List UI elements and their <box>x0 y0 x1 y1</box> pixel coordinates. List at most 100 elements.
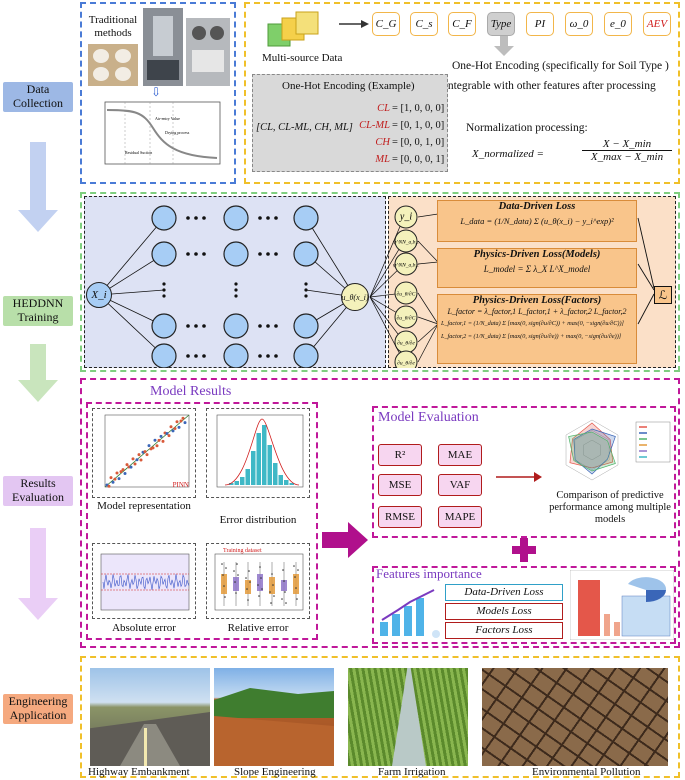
param-w0: ω_0 <box>565 12 593 36</box>
features-importance-box <box>372 566 676 644</box>
param-e0: e_0 <box>604 12 632 36</box>
onehot-vector: [0, 0, 1, 0] <box>400 137 445 148</box>
feature-loss-models: Models Loss <box>445 603 563 620</box>
normalization-fraction: X − X_min X_max − X_min <box>582 138 672 163</box>
caption-relative-error: Relative error <box>227 622 289 634</box>
scatter-point <box>157 438 161 442</box>
scatter-point <box>123 472 127 476</box>
stage-results: Results Evaluation <box>3 476 73 506</box>
hidden-neuron <box>151 343 177 368</box>
multisource-data-panel <box>244 2 680 184</box>
factor-loss-title: Physics-Driven Loss(Factors) <box>472 295 602 306</box>
output-neuron <box>394 205 418 229</box>
scatter-point <box>121 468 125 472</box>
box-mark <box>233 577 239 591</box>
down-arrow-icon <box>494 36 514 56</box>
scatter-point <box>151 446 155 450</box>
slope-engineering-photo <box>214 668 334 766</box>
param-cg: C_G <box>372 12 400 36</box>
hidden-neuron <box>151 241 177 267</box>
onehot-example-set: [CL, CL-ML, CH, ML] <box>256 122 353 133</box>
hidden-neuron <box>223 205 249 231</box>
scatter-point <box>131 457 135 461</box>
hist-bar <box>278 475 283 485</box>
model-loss-formula: L_model = Σ λ_X L^X_model <box>483 264 591 274</box>
output-neuron <box>394 252 418 276</box>
hidden-neuron <box>151 313 177 339</box>
feature-loss-factors: Factors Loss <box>445 622 563 639</box>
curve-label-aev: Air-entry Value <box>155 116 180 121</box>
data-cubes-icon <box>267 11 319 47</box>
output-neuron <box>394 350 418 368</box>
feature-bars-icon <box>380 589 440 638</box>
scatter-point <box>183 421 187 425</box>
highway-embankment-photo <box>90 668 210 766</box>
right-arrow-icon <box>496 472 542 482</box>
error-distribution-plot <box>206 408 310 498</box>
loss-merge-arrows <box>637 217 655 325</box>
stage-label: Results Evaluation <box>12 476 64 504</box>
output-node-label: u_θ(x_i) <box>341 292 369 302</box>
output-neuron-label: ∂u_θ/∂C <box>397 316 416 322</box>
scatter-point <box>169 425 173 429</box>
model-results-title: Model Results <box>150 384 232 399</box>
onehot-label: ML <box>375 154 390 165</box>
metric-r2: R² <box>378 444 422 466</box>
hist-bar <box>229 483 234 485</box>
scatter-point <box>119 470 123 474</box>
pinn-label: PINN <box>172 481 189 489</box>
hidden-neuron <box>293 313 319 339</box>
hist-bar <box>273 463 278 485</box>
feature-importance-chart <box>570 570 674 640</box>
training-dataset-label: Training dataset <box>223 548 262 554</box>
normalization-label: Normalization processing: <box>466 122 588 134</box>
box-mark <box>257 574 263 591</box>
scatter-point <box>137 453 141 457</box>
scatter-point <box>177 425 181 429</box>
hidden-neuron <box>151 205 177 231</box>
scatter-point <box>109 476 113 480</box>
normalization-numerator: X − X_min <box>582 138 672 151</box>
factor-loss-1: L_factor,1 = (1/N_data) Σ [max(0, sign(∂… <box>441 320 624 327</box>
output-neuron <box>394 281 418 305</box>
onehot-row-labels: CL CL-ML CH ML <box>352 100 390 168</box>
stage-engineering: Engineering Application <box>3 694 73 724</box>
total-loss-box: ℒ <box>654 286 672 304</box>
metric-mse: MSE <box>378 474 422 496</box>
scatter-point <box>139 458 143 462</box>
input-node-label: X_i <box>91 289 107 301</box>
scatter-point <box>129 465 133 469</box>
input-node: X_i <box>86 282 112 308</box>
output-neuron-label: ψ^NN_a,b,c <box>393 263 420 269</box>
onehot-vector: [0, 0, 0, 1] <box>400 154 445 165</box>
stage-label: HEDDNN Training <box>12 296 64 324</box>
traditional-methods-label: Traditional methods <box>88 14 138 39</box>
scatter-point <box>107 484 111 488</box>
traditional-methods-panel <box>80 2 236 184</box>
box-mark <box>281 580 287 591</box>
data-loss-box: Data-Driven Loss L_data = (1/N_data) Σ (… <box>437 200 637 242</box>
param-type: Type <box>487 12 515 36</box>
hist-bar <box>289 483 294 485</box>
metric-mae: MAE <box>438 444 482 466</box>
plus-icon <box>512 538 536 562</box>
output-neuron <box>394 229 418 253</box>
integrable-text: Integrable with other features after pro… <box>444 80 656 92</box>
swcc-curve-plot: Air-entry Value Drying process Residual … <box>104 101 221 165</box>
factor-loss-2: L_factor,2 = (1/N_data) Σ [max(0, sign(∂… <box>441 333 622 340</box>
scatter-point <box>155 444 159 448</box>
hist-bar <box>262 425 267 485</box>
stage-label: Data Collection <box>13 82 63 110</box>
scatter-point <box>145 453 149 457</box>
box-mark <box>269 577 275 594</box>
stage-flow-arrows <box>18 142 58 620</box>
output-neuron <box>394 305 418 329</box>
metric-vaf: VAF <box>438 474 482 496</box>
hidden-neuron <box>293 343 319 368</box>
output-neuron-label: ∂u_θ/∂C <box>397 292 416 298</box>
scatter-point <box>173 427 177 431</box>
caption-error-distribution: Error distribution <box>219 514 297 526</box>
hist-bar <box>284 480 289 485</box>
relative-error-plot: Training dataset <box>206 543 310 619</box>
data-loss-formula: L_data = (1/N_data) Σ (u_θ(x_i) − y_i^ex… <box>460 216 614 226</box>
